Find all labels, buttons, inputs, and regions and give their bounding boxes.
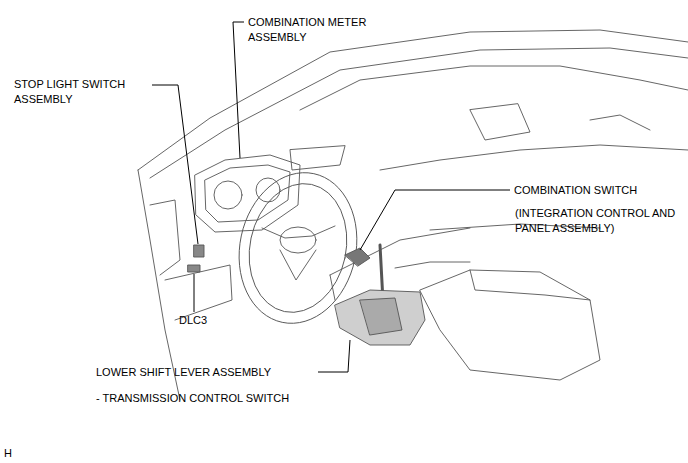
leader-line [360,190,510,250]
part-name: LOWER SHIFT LEVER ASSEMBLY [96,365,316,380]
vent [590,115,650,130]
part-name: DLC3 [179,313,219,328]
steering-hub [280,227,316,253]
lower-panel [150,200,180,275]
display [470,104,530,140]
door-edge [138,170,180,400]
meter-cluster [195,155,300,232]
part-name: COMBINATION SWITCH [514,183,684,198]
leader-line [318,340,350,372]
dash-top [138,30,688,170]
leader-line [194,274,195,312]
steering-spokes [262,226,335,280]
part-note: (INTEGRATION CONTROL AND PANEL ASSEMBLY) [515,206,680,236]
vent [290,146,345,170]
leader-line [233,22,244,158]
dash-lower [380,145,688,170]
knee-panel [165,265,232,320]
stop-light-switch [194,245,204,257]
figure-code: H [4,446,24,461]
gauge [214,181,242,209]
console [330,224,600,300]
part-name: COMBINATION METER ASSEMBLY [248,15,393,45]
steering-wheel-inner [238,174,359,321]
armrest [420,270,600,380]
part-note: - TRANSMISSION CONTROL SWITCH [96,391,336,406]
combination-switch [345,248,370,266]
transmission-control-switch [360,298,402,335]
part-name: STOP LIGHT SWITCH ASSEMBLY [14,77,149,107]
dash-crest [300,66,688,110]
dlc3-connector [188,265,200,272]
armrest-top [470,270,590,300]
dash-top-inner [150,48,688,178]
console-edge [395,262,470,268]
lower-shift-lever-assembly [335,290,425,345]
leader-line [152,85,198,244]
